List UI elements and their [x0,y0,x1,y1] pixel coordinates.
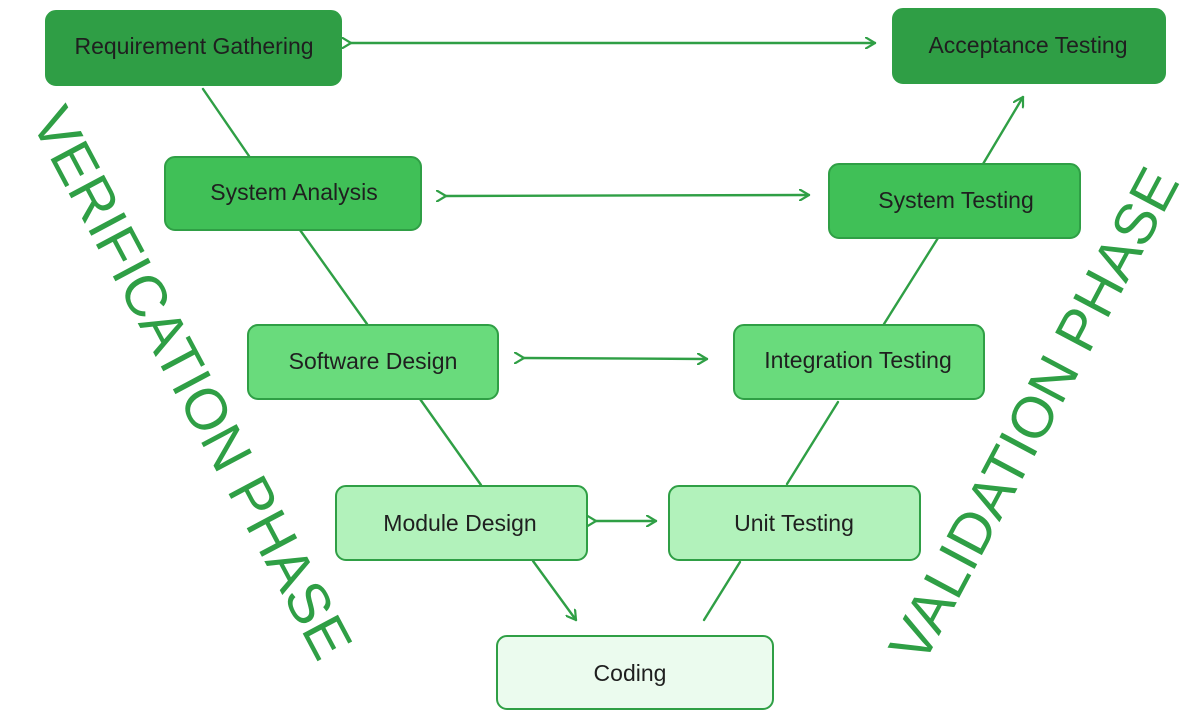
connector-system-testing-to-acceptance-testing [981,95,1025,166]
node-label: Requirement Gathering [74,33,313,59]
node-label: Module Design [383,510,536,536]
node-system-analysis: System Analysis [164,156,422,231]
connector-software-design-to-module-design [418,397,483,487]
node-integration-testing: Integration Testing [733,324,985,400]
arrow-software-design-integration-testing [524,358,709,359]
connector-coding-to-unit-testing [702,560,742,622]
connector-module-design-to-coding [531,559,578,622]
node-label: Integration Testing [764,347,952,373]
connector-integration-testing-to-system-testing [882,236,940,326]
node-coding: Coding [496,635,774,710]
node-label: Acceptance Testing [928,32,1127,58]
connector-unit-testing-to-integration-testing [785,400,840,486]
arrow-system-analysis-system-testing [446,195,811,196]
node-requirement-gathering: Requirement Gathering [45,10,342,86]
node-label: Unit Testing [734,510,854,536]
connector-requirement-to-system-analysis [201,87,251,158]
node-system-testing: System Testing [828,163,1081,239]
node-software-design: Software Design [247,324,499,400]
node-label: Software Design [289,348,458,374]
node-acceptance-testing: Acceptance Testing [892,8,1166,84]
node-label: System Testing [878,187,1034,213]
node-unit-testing: Unit Testing [668,485,921,561]
node-module-design: Module Design [335,485,588,561]
connector-system-analysis-to-software-design [298,228,369,326]
node-label: System Analysis [210,179,377,205]
node-label: Coding [594,660,667,686]
